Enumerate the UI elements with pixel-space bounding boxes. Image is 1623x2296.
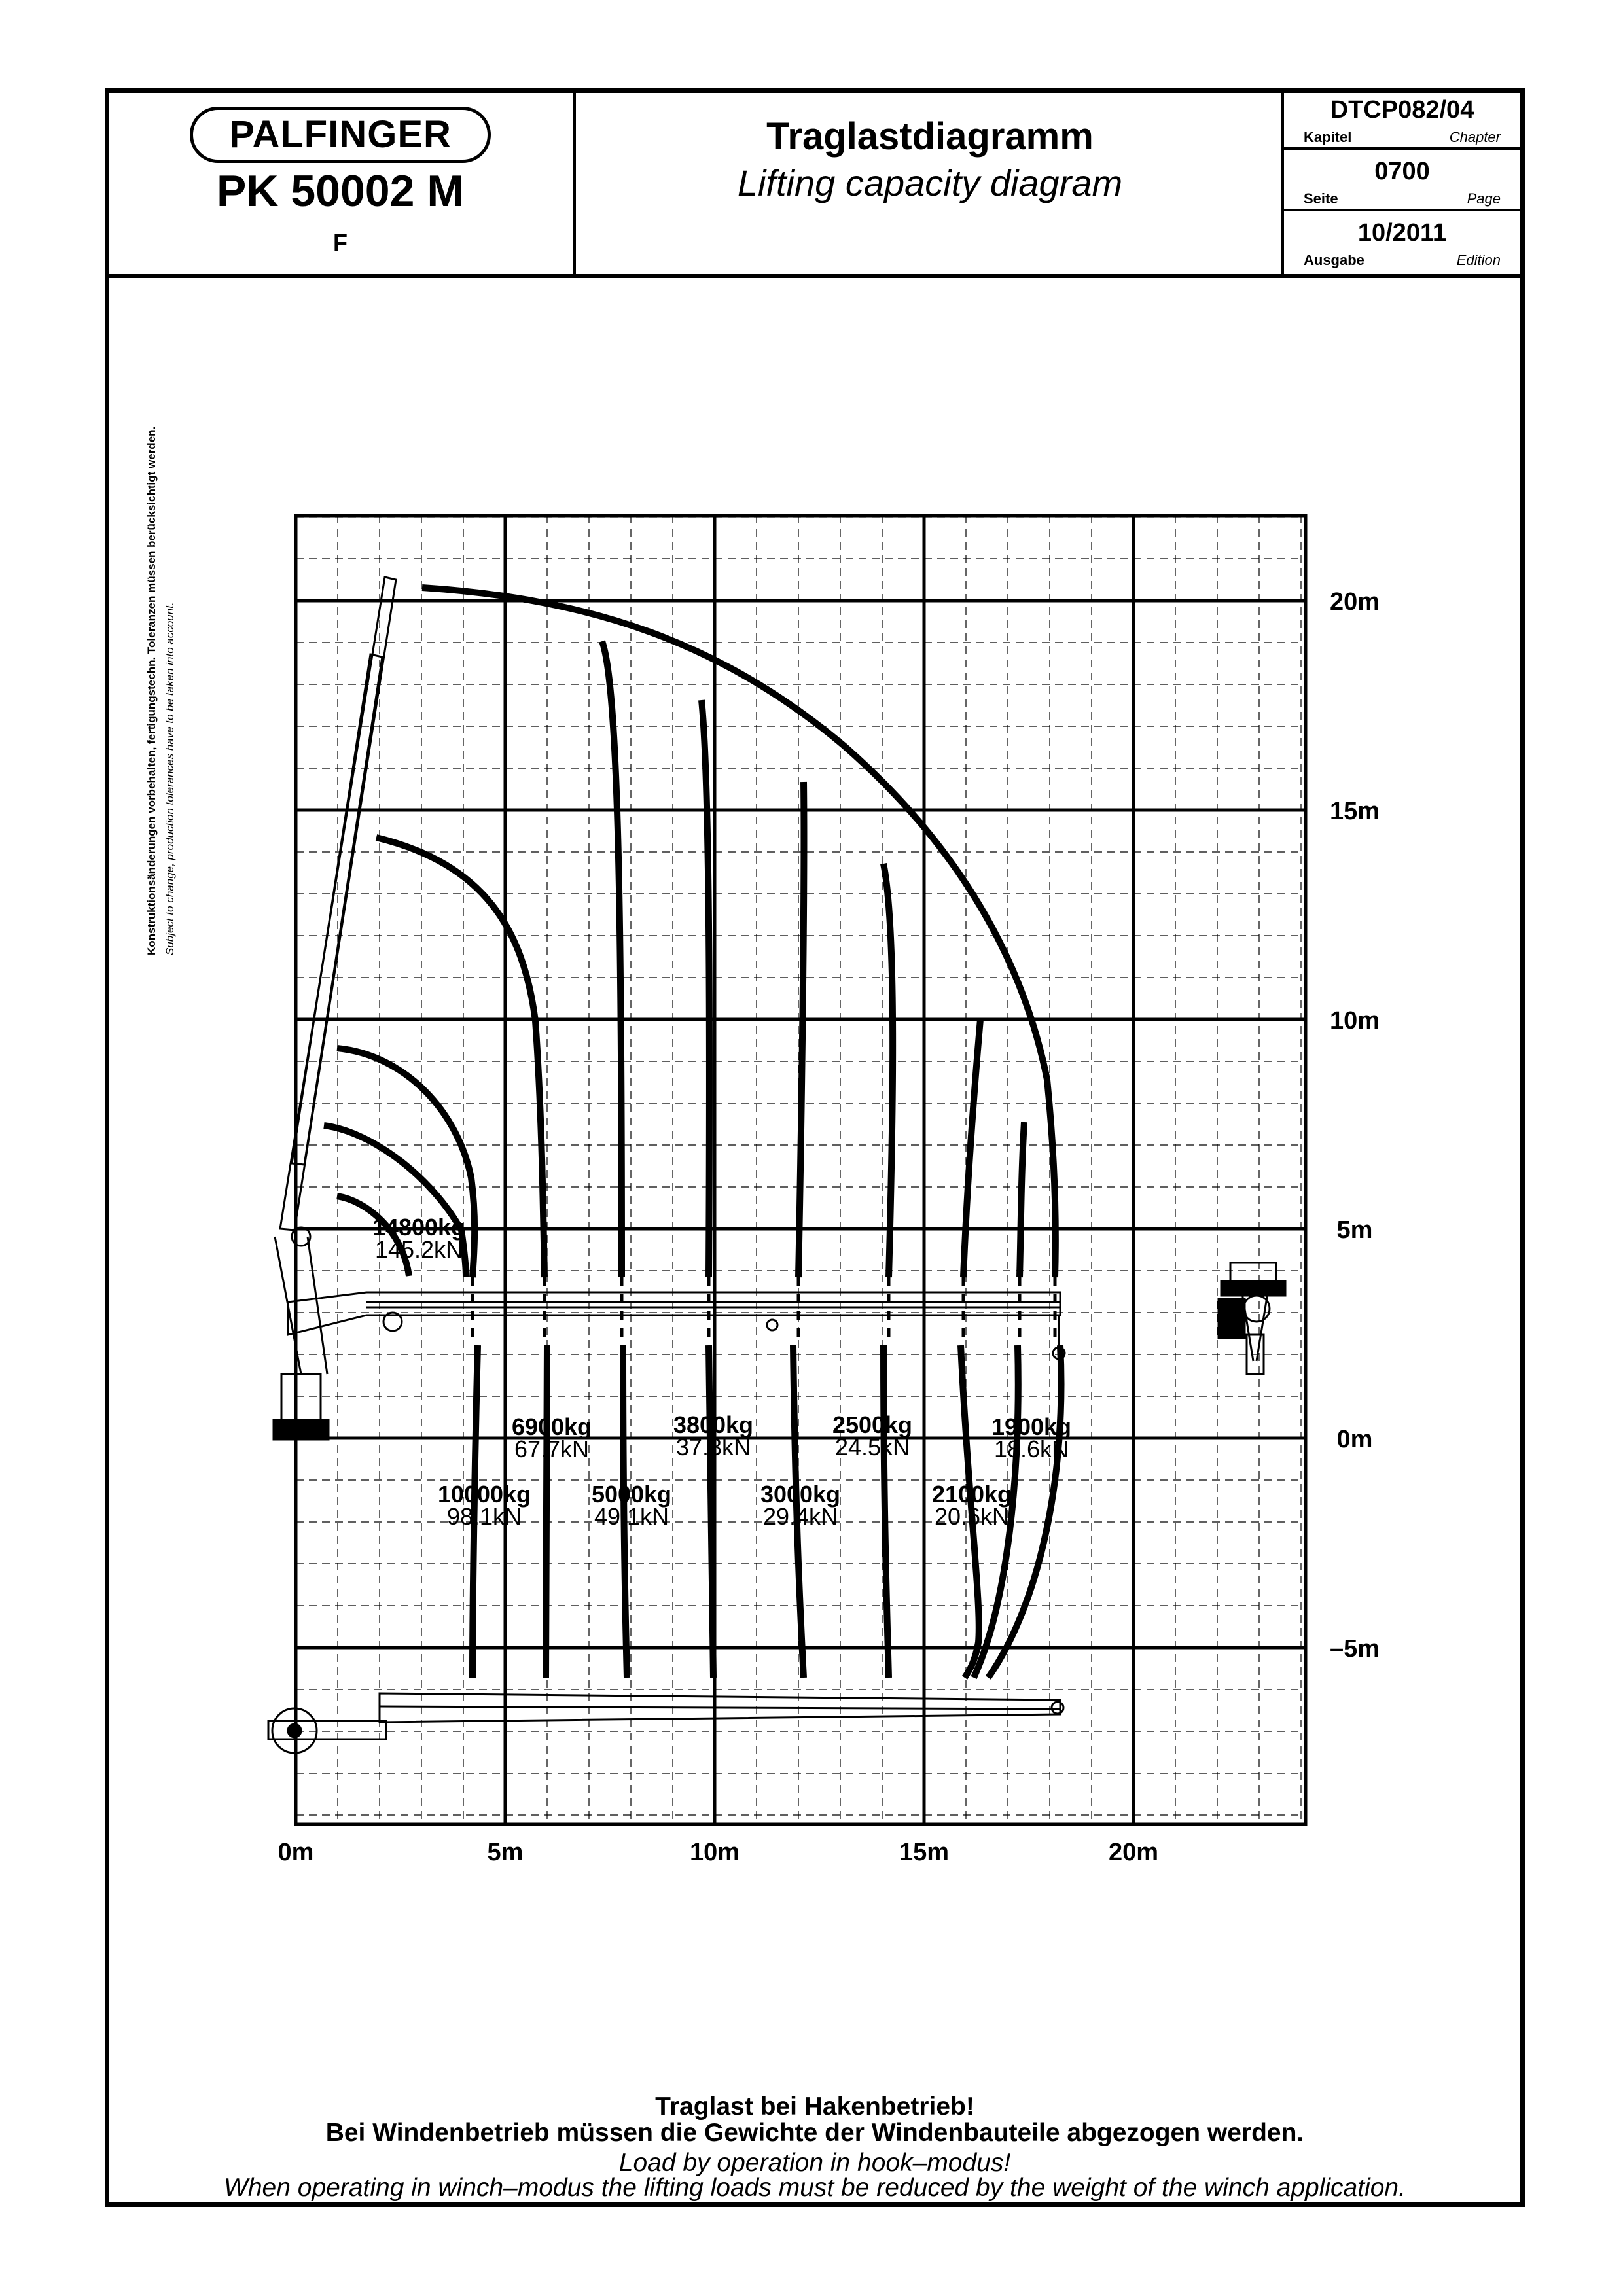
footer-line2-en: When operating in winch–modus the liftin… <box>224 2174 1406 2202</box>
load-label-kn: 67.7kN <box>514 1436 589 1462</box>
x-tick-label: 20m <box>1109 1839 1158 1866</box>
edition-label-en: Edition <box>1456 252 1501 268</box>
load-label-kg: 1900kg <box>991 1413 1071 1440</box>
meta-cell: DTCP082/04 Kapitel Chapter 0700 Seite Pa… <box>1284 88 1520 274</box>
lower-curve-6900 <box>543 1345 550 1678</box>
load-curve-14800 <box>336 1193 412 1277</box>
load-label-kg: 14800kg <box>372 1214 465 1241</box>
lower-curve-10000 <box>469 1345 481 1678</box>
load-curve-14800b <box>323 1122 469 1278</box>
load-label-kn: 98.1kN <box>447 1503 522 1530</box>
lower-curve-5000 <box>620 1345 630 1678</box>
crane-horizontal-boom <box>287 1291 1066 1360</box>
lower-curve-3000 <box>790 1345 807 1678</box>
x-tick-label: 5m <box>488 1839 524 1866</box>
grid-border <box>294 514 1308 1826</box>
edition-label-de: Ausgabe <box>1304 252 1364 268</box>
load-curves-lower <box>469 1345 1065 1680</box>
brand-logo: PALFINGER <box>190 107 491 163</box>
y-tick-label: 15m <box>1330 798 1380 825</box>
title-english: Lifting capacity diagram <box>737 162 1123 203</box>
crane-stowed <box>267 1692 1065 1754</box>
y-tick-label: –5m <box>1330 1635 1380 1663</box>
load-curve-6900 <box>375 834 548 1278</box>
chapter-box: DTCP082/04 Kapitel Chapter <box>1284 88 1520 150</box>
chapter-label-en: Chapter <box>1449 129 1501 145</box>
edition-box: 10/2011 Ausgabe Edition <box>1284 211 1520 274</box>
load-label-kn: 37.3kN <box>676 1434 751 1460</box>
load-curves <box>323 640 1027 1278</box>
edition-value: 10/2011 <box>1357 219 1447 247</box>
lower-curve-1900a <box>971 1345 1022 1680</box>
load-label-kg: 5000kg <box>592 1481 671 1508</box>
load-curve-3000 <box>795 781 808 1278</box>
curve-guides <box>471 1277 1057 1345</box>
axis-ticks: 0m 5m 10m 15m 20m 20m 15m 10m 5m 0m –5m <box>278 588 1380 1866</box>
load-label-kn: 20.6kN <box>935 1503 1009 1530</box>
load-label-kg: 2500kg <box>832 1411 912 1438</box>
reach-envelope-curve <box>421 584 1059 1278</box>
y-tick-label: 20m <box>1330 588 1380 616</box>
load-curve-2100 <box>960 1019 984 1278</box>
brand-cell: PALFINGER PK 50002 M F <box>105 88 576 274</box>
title-german: Traglastdiagramm <box>766 115 1094 158</box>
load-label-kn: 24.5kN <box>835 1434 910 1460</box>
load-curve-2500 <box>880 863 897 1278</box>
lower-curve-1900b <box>985 1345 1065 1680</box>
lower-curve-2500 <box>880 1345 892 1678</box>
y-tick-label: 10m <box>1330 1007 1380 1034</box>
load-curve-10000 <box>336 1045 478 1278</box>
load-label-kn: 29.4kN <box>763 1503 838 1530</box>
lower-curve-3800 <box>705 1345 717 1678</box>
y-tick-label: 0m <box>1337 1426 1373 1453</box>
y-tick-label: 5m <box>1337 1216 1373 1244</box>
title-block: PALFINGER PK 50002 M F Traglastdiagramm … <box>105 88 1525 278</box>
load-label-kg: 10000kg <box>438 1481 531 1508</box>
x-tick-label: 10m <box>690 1839 740 1866</box>
load-label-kg: 3800kg <box>673 1411 753 1438</box>
title-cell: Traglastdiagramm Lifting capacity diagra… <box>576 88 1284 274</box>
footer-line1-de: Traglast bei Hakenbetrieb! <box>655 2093 974 2121</box>
x-tick-label: 15m <box>899 1839 949 1866</box>
page-frame <box>105 88 1525 2207</box>
load-curve-3800 <box>698 699 713 1278</box>
load-label-kg: 3000kg <box>760 1481 840 1508</box>
load-curve-5000 <box>599 640 625 1278</box>
crane-raised-boom <box>272 576 397 1441</box>
load-label-kg: 6900kg <box>512 1413 592 1440</box>
footer-line2-de: Bei Windenbetrieb müssen die Gewichte de… <box>325 2119 1304 2147</box>
model-variant: F <box>333 229 348 256</box>
page-box: 0700 Seite Page <box>1284 150 1520 211</box>
chapter-value: DTCP082/04 <box>1330 96 1474 124</box>
lower-curve-2100 <box>957 1345 982 1680</box>
model-name: PK 50002 M <box>217 166 464 216</box>
x-tick-label: 0m <box>278 1839 314 1866</box>
chapter-label-de: Kapitel <box>1304 129 1352 145</box>
load-label-kn: 49.1kN <box>594 1503 669 1530</box>
load-label-kn: 145.2kN <box>375 1236 463 1263</box>
page-label-de: Seite <box>1304 190 1338 207</box>
footer-line1-en: Load by operation in hook–modus! <box>618 2149 1011 2177</box>
load-curve-1900 <box>1016 1122 1027 1278</box>
page-value: 0700 <box>1374 158 1430 185</box>
page-label-en: Page <box>1467 190 1501 207</box>
crane-side-view <box>1217 1262 1287 1375</box>
load-label-kn: 18.6kN <box>994 1436 1069 1462</box>
load-label-kg: 2100kg <box>932 1481 1012 1508</box>
